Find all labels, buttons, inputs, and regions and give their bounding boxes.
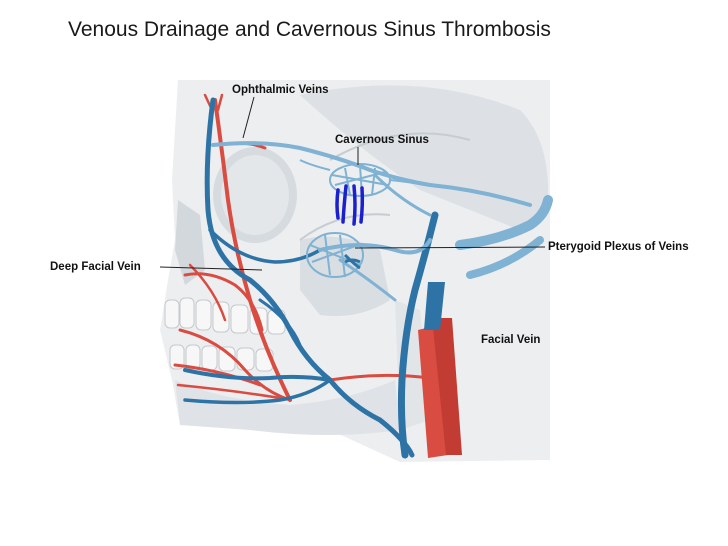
pterygoid-plexus-network (306, 232, 364, 278)
label-cavernous-sinus: Cavernous Sinus (335, 134, 429, 146)
mandible (175, 380, 400, 435)
label-pterygoid-plexus: Pterygoid Plexus of Veins (548, 241, 689, 253)
jugular-vein (424, 282, 445, 330)
label-deep-facial-vein: Deep Facial Vein (50, 261, 141, 273)
thrombosis-markers (335, 184, 365, 226)
cavernous-sinus-network (299, 159, 426, 197)
label-facial-vein: Facial Vein (481, 334, 541, 346)
label-ophthalmic-veins: Ophthalmic Veins (232, 84, 329, 96)
veins (183, 97, 553, 459)
pterygoid-leader (354, 246, 546, 249)
page-title: Venous Drainage and Cavernous Sinus Thro… (68, 18, 551, 41)
leader-lines (159, 96, 546, 271)
ophthalmic-leader (242, 96, 255, 139)
deep-facial-leader (159, 266, 263, 271)
